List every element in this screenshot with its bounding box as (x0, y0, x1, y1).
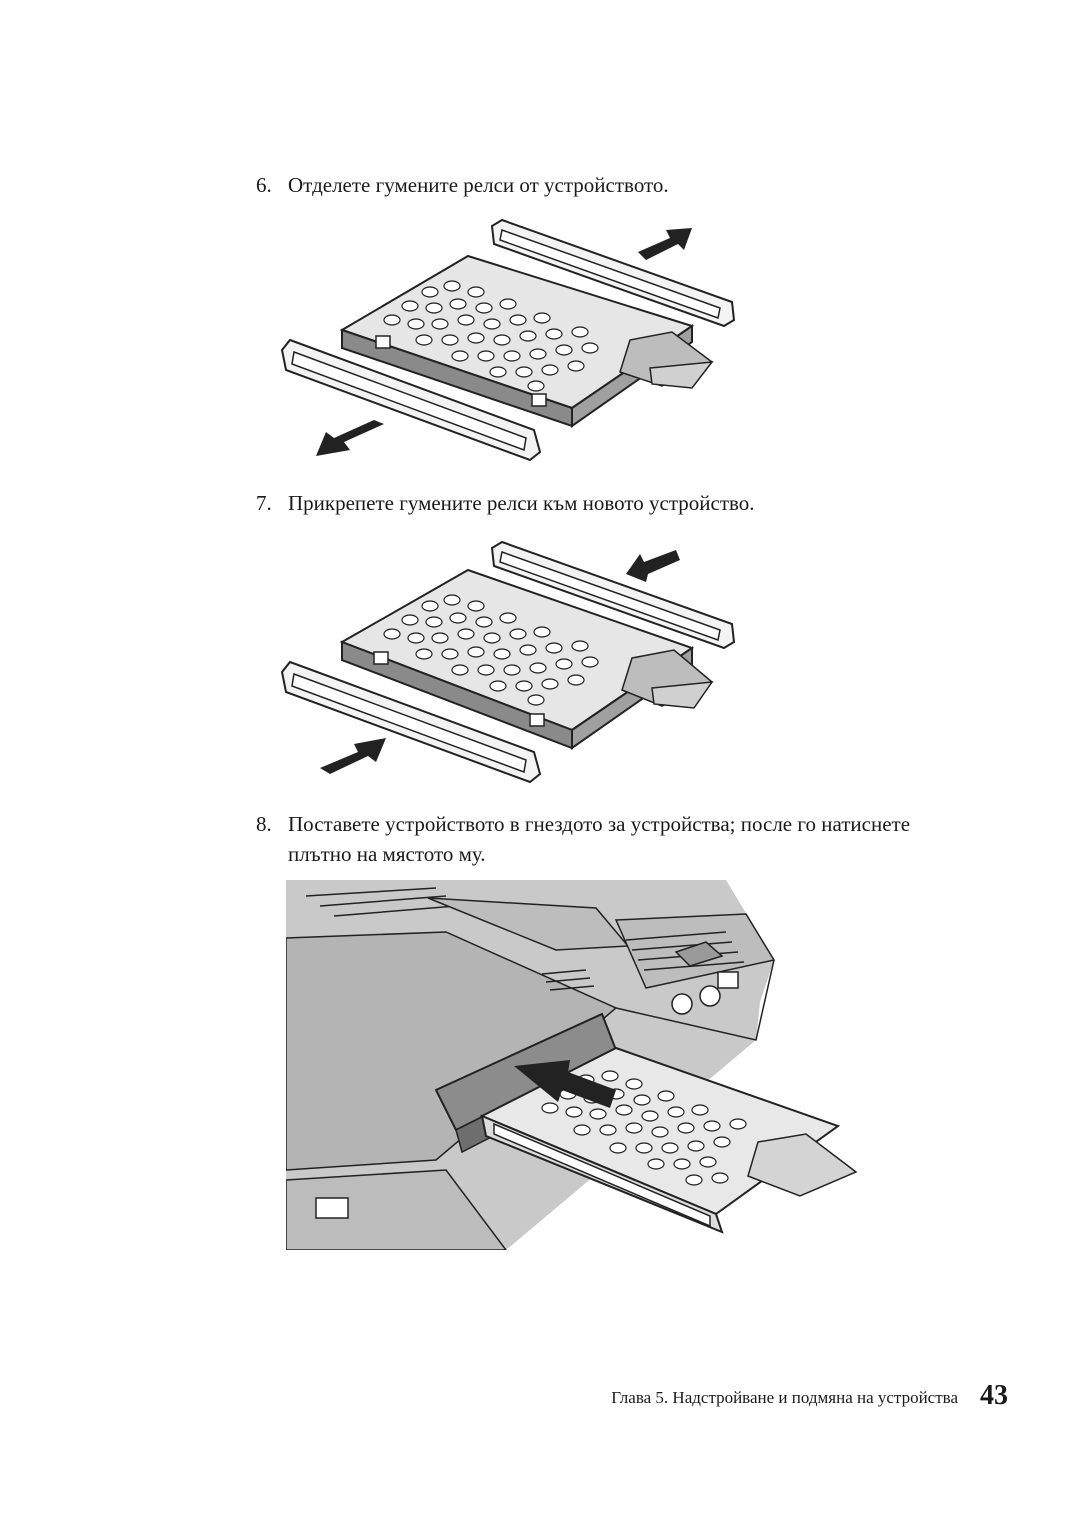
step-number: 6. (256, 173, 272, 197)
ventilation-holes (383, 280, 599, 392)
step-text-continued: плътно на мястото му. (288, 842, 486, 866)
figure-insert-drive (286, 880, 860, 1250)
arrow-out-bottom-icon (316, 420, 384, 456)
drive-tray (339, 568, 714, 750)
chapter-title: Глава 5. Надстройване и подмяна на устро… (611, 1388, 958, 1407)
arrow-in-bottom-icon (320, 738, 386, 774)
drive-tray (339, 254, 714, 428)
step-6: 6. Отделете гумените релси от устройство… (256, 170, 976, 200)
step-number: 7. (256, 491, 272, 515)
step-8: 8. Поставете устройството в гнездото за … (256, 809, 976, 869)
step-text: Отделете гумените релси от устройството. (288, 173, 669, 197)
figure-remove-rails (280, 218, 736, 462)
figure-attach-rails (280, 540, 736, 784)
arrow-in-top-icon (626, 550, 680, 582)
step-number: 8. (256, 812, 272, 836)
rail-top (490, 540, 736, 650)
rail-bottom (280, 338, 542, 462)
step-text: Прикрепете гумените релси към новото уст… (288, 491, 755, 515)
rail-top (490, 218, 736, 328)
arrow-insert-icon (514, 1060, 616, 1108)
page-number: 43 (980, 1380, 1008, 1411)
ventilation-holes (383, 594, 599, 706)
step-7: 7. Прикрепете гумените релси към новото … (256, 488, 976, 518)
step-text: Поставете устройството в гнездото за уст… (288, 812, 911, 836)
rail-bottom (280, 660, 542, 784)
arrow-out-top-icon (638, 228, 692, 260)
